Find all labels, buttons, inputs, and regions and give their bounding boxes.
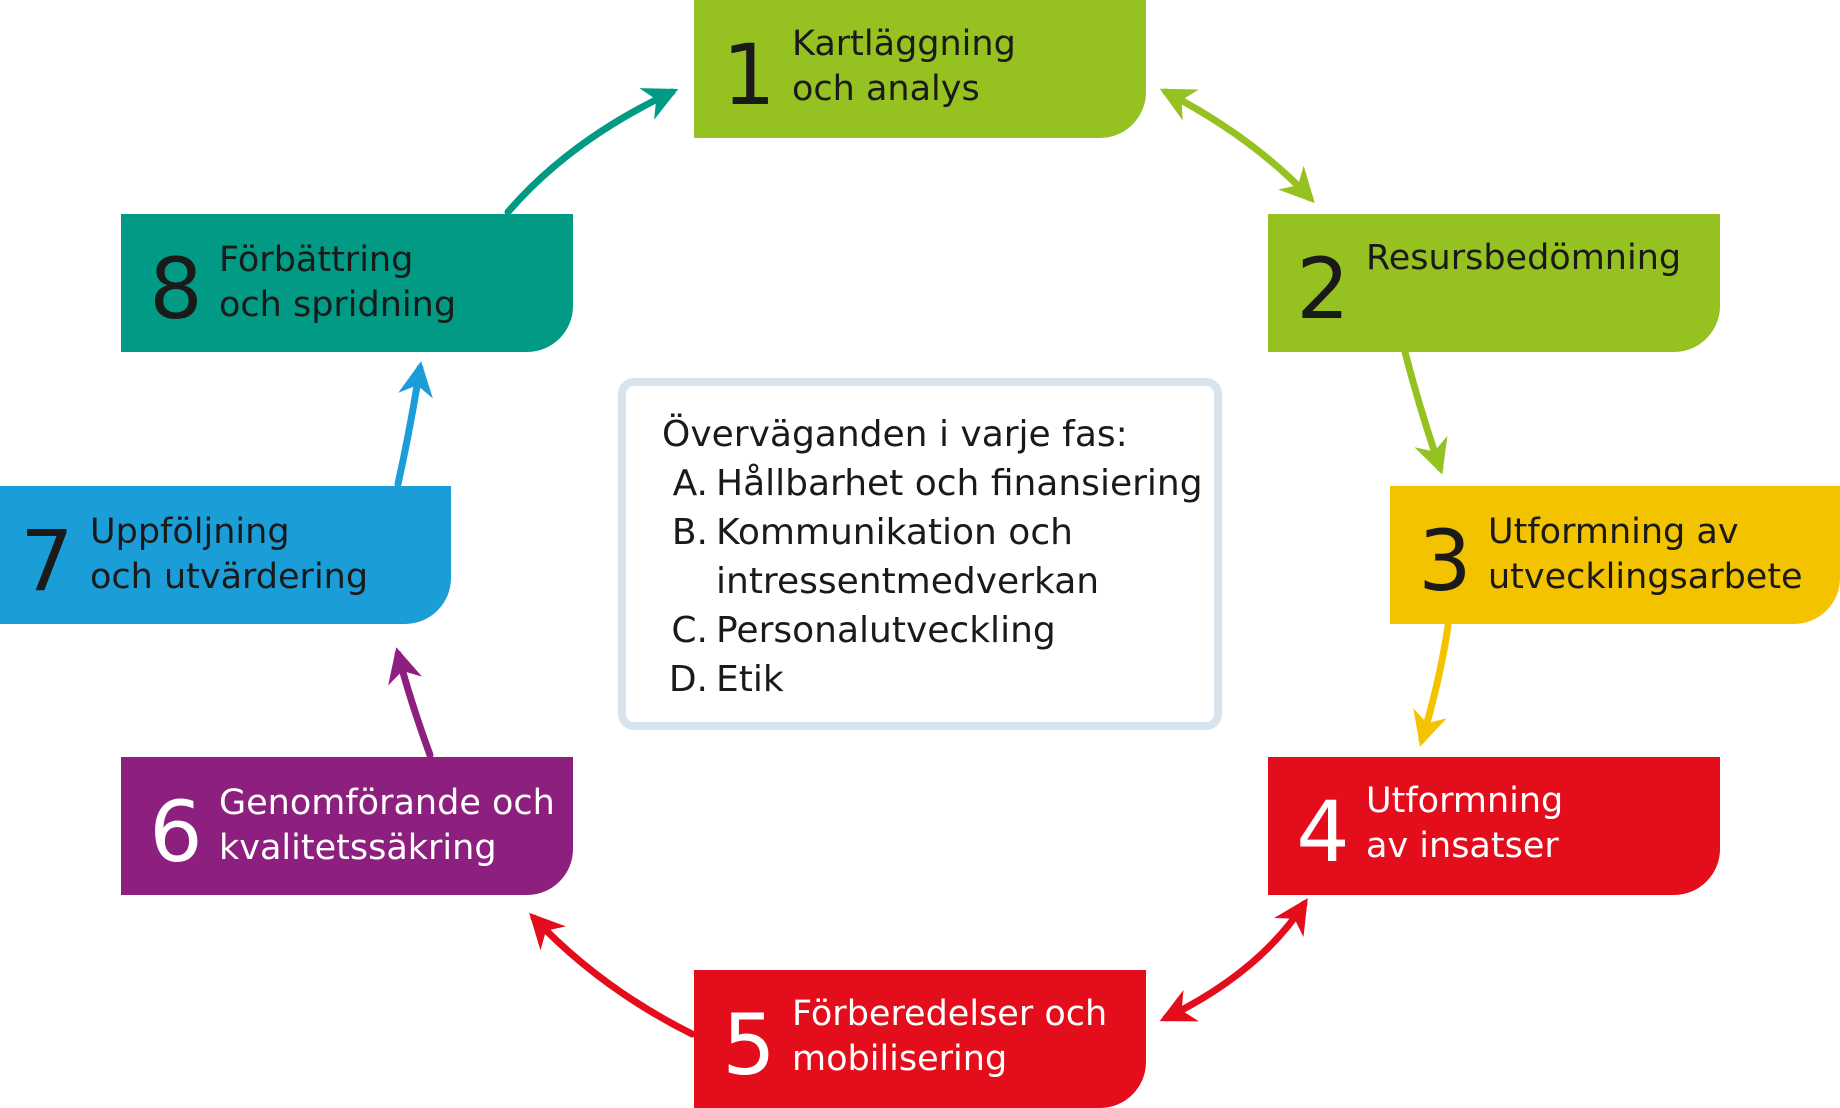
arrow-4-5 <box>1159 898 1308 1022</box>
considerations-item: C. Personalutveckling <box>662 606 1214 655</box>
phase-number: 7 <box>20 512 74 610</box>
phase-7-box: 7 Uppföljning och utvärdering <box>0 486 451 624</box>
considerations-item: A. Hållbarhet och finansiering <box>662 459 1214 508</box>
arrow-3-4 <box>1413 622 1452 747</box>
phase-number: 6 <box>149 783 203 881</box>
phase-label: Utformning av utvecklingsarbete <box>1488 512 1803 597</box>
phase-number: 5 <box>722 996 776 1094</box>
item-text: Etik <box>716 659 784 700</box>
phase-label: Genomförande och kvalitetssäkring <box>219 783 555 868</box>
item-letter: C. <box>671 610 708 651</box>
phase-4-box: 4 Utformning av insatser <box>1268 757 1720 895</box>
phase-2-box: 2 Resursbedömning <box>1268 214 1720 352</box>
arrow-1-2 <box>1159 88 1315 204</box>
phase-label: Kartläggning och analys <box>792 24 1016 109</box>
phase-number: 8 <box>149 240 203 338</box>
considerations-item: B. Kommunikation och intressentmedverkan <box>662 508 1214 606</box>
arrow-8-1 <box>504 88 679 216</box>
item-letter: B. <box>671 512 708 553</box>
considerations-box: Överväganden i varje fas: A. Hållbarhet … <box>618 378 1222 730</box>
arrow-7-8 <box>394 361 433 488</box>
arrow-6-7 <box>388 647 434 759</box>
phase-8-box: 8 Förbättring och spridning <box>121 214 573 352</box>
item-text: Kommunikation och intressentmedverkan <box>716 512 1100 602</box>
phase-number: 3 <box>1418 512 1472 610</box>
item-text: Personalutveckling <box>716 610 1056 651</box>
phase-3-box: 3 Utformning av utvecklingsarbete <box>1390 486 1840 624</box>
phase-label: Utformning av insatser <box>1366 781 1564 866</box>
phase-6-box: 6 Genomförande och kvalitetssäkring <box>121 757 573 895</box>
phase-label: Resursbedömning <box>1366 238 1682 278</box>
phase-label: Förberedelser och mobilisering <box>792 994 1108 1079</box>
arrow-2-3 <box>1401 348 1448 475</box>
phase-number: 1 <box>722 26 776 124</box>
phase-5-box: 5 Förberedelser och mobilisering <box>694 970 1146 1108</box>
phase-label: Uppföljning och utvärdering <box>90 512 369 597</box>
item-letter: D. <box>668 659 708 700</box>
considerations-title: Överväganden i varje fas: <box>662 414 1128 455</box>
item-letter: A. <box>672 463 708 504</box>
arrow-5-6 <box>529 912 696 1038</box>
phase-number: 2 <box>1296 240 1350 338</box>
item-text: Hållbarhet och finansiering <box>716 463 1203 504</box>
considerations-item: D. Etik <box>662 655 1214 704</box>
phase-1-box: 1 Kartläggning och analys <box>694 0 1146 138</box>
phase-label: Förbättring och spridning <box>219 240 457 325</box>
phase-number: 4 <box>1296 783 1350 881</box>
